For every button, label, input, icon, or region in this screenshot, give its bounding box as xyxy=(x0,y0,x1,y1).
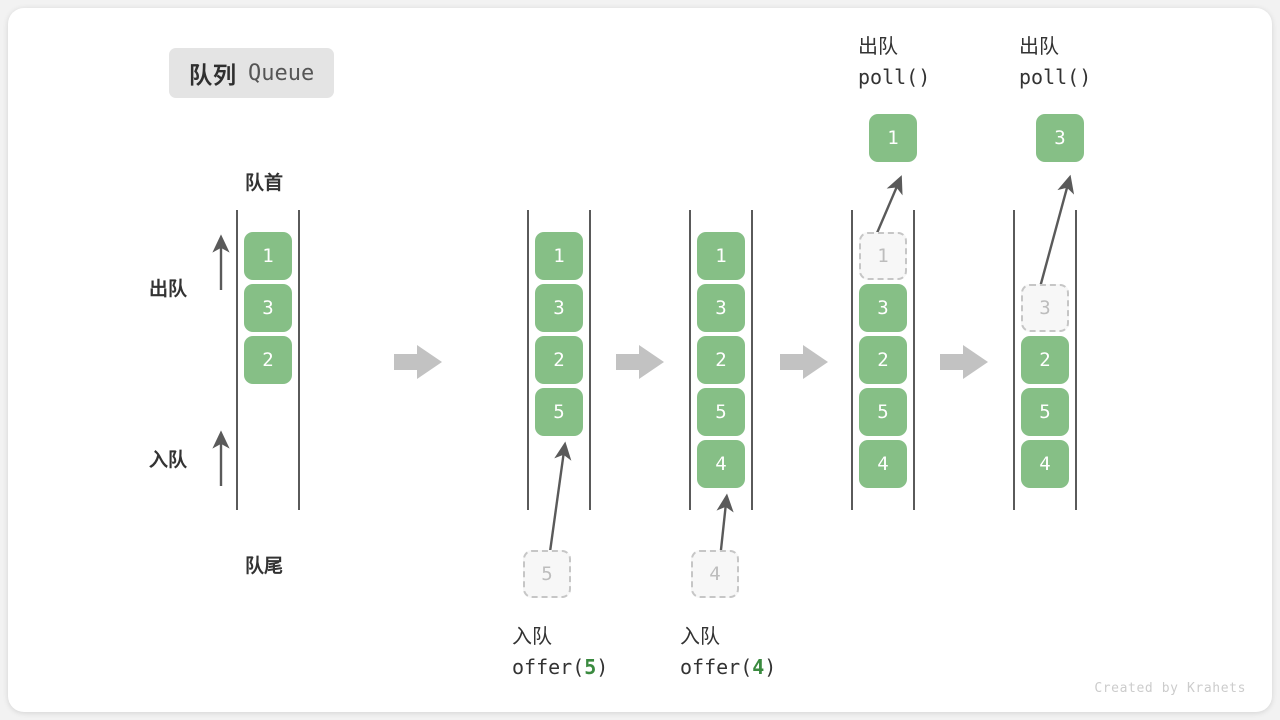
queue-rail-left xyxy=(851,210,853,510)
queue-rail-left xyxy=(527,210,529,510)
queue-rail-left xyxy=(236,210,238,510)
caption-code: offer(5) xyxy=(512,655,609,680)
caption-code-value: 4 xyxy=(752,655,765,680)
caption-cn: 出队 xyxy=(1019,36,1059,58)
step-arrow-icon xyxy=(616,345,664,379)
credit-watermark: Created by Krahets xyxy=(1094,681,1246,696)
enqueue-motion-arrow-icon xyxy=(547,441,572,560)
outgoing-element: 3 xyxy=(1036,114,1084,162)
title-badge-en: Queue xyxy=(248,60,315,86)
queue-rail-right xyxy=(751,210,753,510)
queue-element: 3 xyxy=(244,284,292,332)
title-badge: 队列 Queue xyxy=(169,48,335,98)
queue-rail-left xyxy=(689,210,691,510)
caption-offer-5: 入队 offer(5) xyxy=(512,622,608,683)
tail-label: 队尾 xyxy=(245,556,284,577)
caption-code: poll() xyxy=(858,65,931,90)
caption-poll-2: 出队 poll() xyxy=(1019,32,1091,93)
queue-rail-right xyxy=(1075,210,1077,510)
queue-element: 3 xyxy=(535,284,583,332)
queue-rail-right xyxy=(589,210,591,510)
caption-code: poll() xyxy=(1019,65,1092,90)
caption-cn: 出队 xyxy=(858,36,898,58)
step-arrow-icon xyxy=(940,345,988,379)
caption-offer-4: 入队 offer(4) xyxy=(680,622,776,683)
diagram-card: 队列 Queue 队首 队尾 出队 入队 1 3 2 1 3 2 5 5 入队 … xyxy=(8,8,1272,712)
title-badge-cn: 队列 xyxy=(189,62,237,88)
queue-element: 5 xyxy=(1021,388,1069,436)
diagram-stage: 队列 Queue 队首 队尾 出队 入队 1 3 2 1 3 2 5 5 入队 … xyxy=(8,8,1272,712)
queue-element: 2 xyxy=(535,336,583,384)
step-arrow-icon xyxy=(394,345,442,379)
queue-element: 3 xyxy=(697,284,745,332)
incoming-element-ghost: 5 xyxy=(523,550,571,598)
queue-element: 5 xyxy=(535,388,583,436)
queue-element: 3 xyxy=(859,284,907,332)
queue-element-ghost: 1 xyxy=(859,232,907,280)
caption-code-value: 5 xyxy=(584,655,597,680)
queue-element: 4 xyxy=(697,440,745,488)
queue-element: 1 xyxy=(697,232,745,280)
caption-cn: 入队 xyxy=(680,626,720,648)
queue-rail-right xyxy=(298,210,300,510)
queue-element-ghost: 3 xyxy=(1021,284,1069,332)
diagram-overlay xyxy=(212,174,1075,560)
queue-element: 1 xyxy=(535,232,583,280)
step-arrow-icon xyxy=(780,345,828,379)
queue-element: 1 xyxy=(244,232,292,280)
caption-poll-1: 出队 poll() xyxy=(858,32,930,93)
dequeue-label: 出队 xyxy=(149,279,188,300)
incoming-element-ghost: 4 xyxy=(691,550,739,598)
queue-rail-left xyxy=(1013,210,1015,510)
queue-element: 2 xyxy=(697,336,745,384)
queue-element: 4 xyxy=(859,440,907,488)
queue-element: 5 xyxy=(859,388,907,436)
queue-rail-right xyxy=(913,210,915,510)
queue-element: 2 xyxy=(244,336,292,384)
queue-element: 5 xyxy=(697,388,745,436)
head-label: 队首 xyxy=(245,173,284,194)
caption-cn: 入队 xyxy=(512,626,552,648)
queue-element: 2 xyxy=(1021,336,1069,384)
queue-element: 4 xyxy=(1021,440,1069,488)
enqueue-label: 入队 xyxy=(149,450,188,471)
dequeue-motion-arrow-icon xyxy=(1037,174,1075,292)
caption-code: offer(4) xyxy=(680,655,777,680)
outgoing-element: 1 xyxy=(869,114,917,162)
queue-element: 2 xyxy=(859,336,907,384)
